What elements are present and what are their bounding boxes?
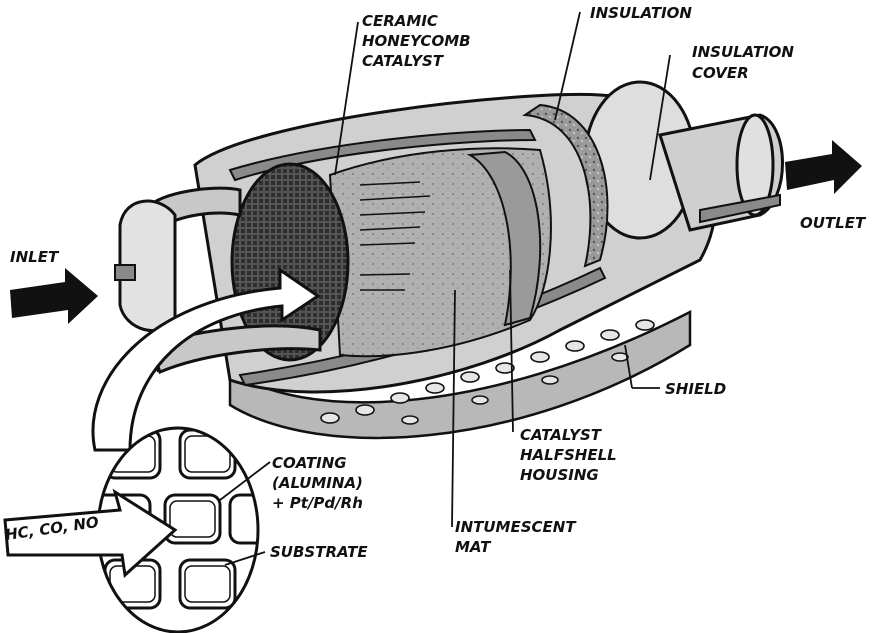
ceramic-honeycomb [230, 162, 431, 362]
inlet-pipe [114, 186, 322, 374]
insulation-layer [522, 103, 609, 268]
intumescent-mat-label-line2: MAT [455, 538, 492, 556]
ceramic-honeycomb-catalyst-label-line2: HONEYCOMB [362, 32, 471, 50]
insulation-cover-label-line1: INSULATION [692, 43, 794, 61]
insulation-cover-label-line2: COVER [692, 64, 749, 82]
substrate-closeup [3, 426, 260, 633]
substrate-label: SUBSTRATE [270, 543, 368, 561]
honeycomb-channels [359, 181, 431, 291]
outlet-pipe [658, 113, 784, 232]
inlet-label: INLET [10, 248, 60, 266]
insulation-label: INSULATION [590, 4, 692, 22]
intumescent-mat [328, 147, 552, 358]
heat-shield [228, 309, 692, 440]
outlet-label: OUTLET [800, 214, 867, 232]
shield-label: SHIELD [665, 380, 726, 398]
ceramic-honeycomb-catalyst-label-line3: CATALYST [362, 52, 445, 70]
leader-lines [219, 11, 671, 566]
gas-inflow-arrow [3, 488, 178, 578]
halfshell-housing-label-line1: CATALYST [520, 426, 603, 444]
coating-label-line2: (ALUMINA) [272, 474, 363, 492]
inlet-flow-arrow [10, 268, 98, 324]
halfshell-housing-label-line2: HALFSHELL [520, 446, 617, 464]
shield-perforations [320, 319, 655, 425]
coating-label-line1: COATING [272, 454, 347, 472]
coating-label-line3: + Pt/Pd/Rh [272, 494, 363, 512]
ceramic-honeycomb-catalyst-label-line1: CERAMIC [362, 12, 438, 30]
intumescent-mat-label-line1: INTUMESCENT [455, 518, 577, 536]
outlet-flow-arrow [785, 140, 862, 194]
zoom-callout-arrow [91, 267, 321, 452]
halfshell-housing-label-line3: HOUSING [520, 466, 599, 484]
